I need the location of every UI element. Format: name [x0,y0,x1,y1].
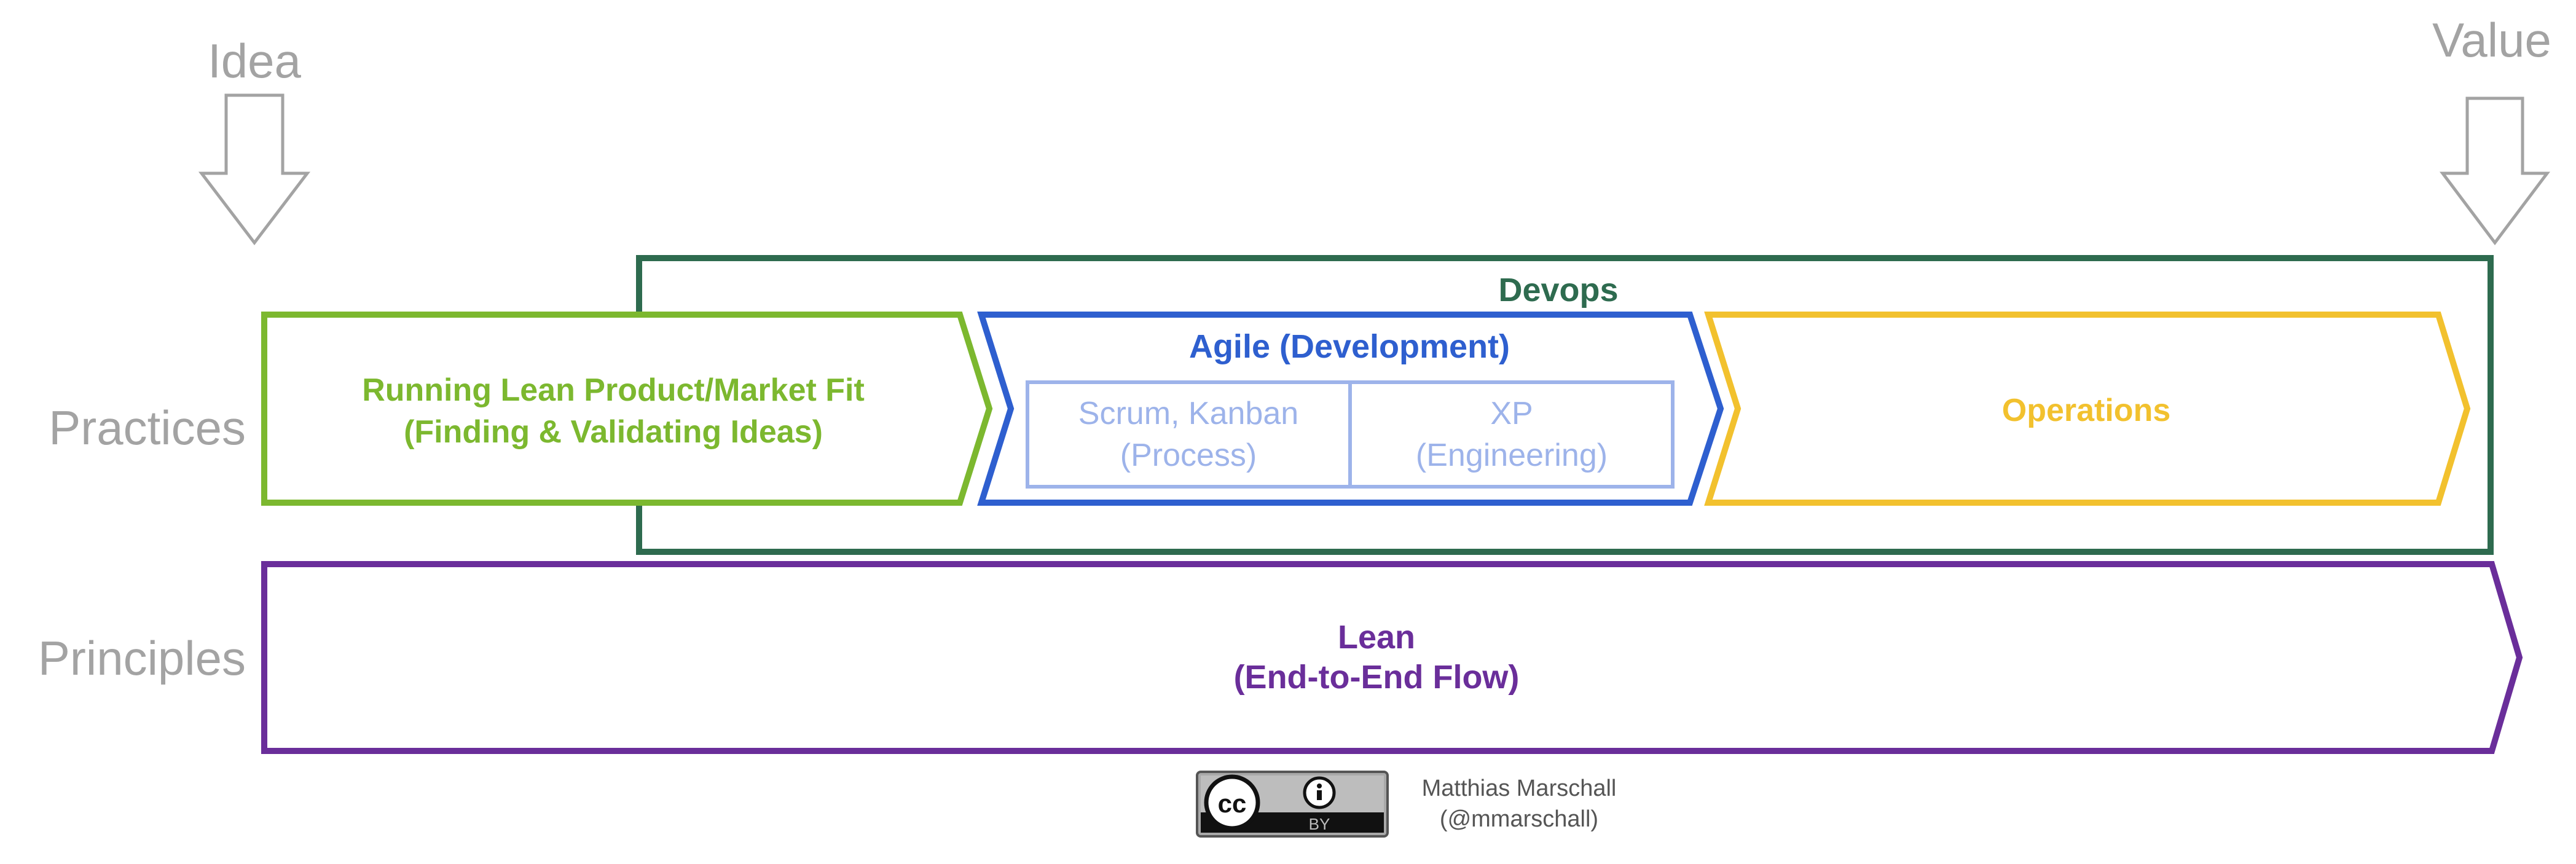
running-lean-line2: (Finding & Validating Ideas) [404,414,823,450]
value-label: Value [2432,13,2551,67]
practices-label: Practices [49,401,246,455]
xp-line2: (Engineering) [1416,438,1608,473]
cc-icon [1204,774,1260,831]
cc-icon-text: cc [1218,789,1247,818]
by-label: BY [1309,815,1330,833]
cc-by-badge: cc BY [1196,771,1389,838]
author-handle: (@mmarschall) [1440,806,1598,832]
principles-label: Principles [38,631,246,685]
running-lean-line1: Running Lean Product/Market Fit [362,372,865,408]
running-lean-chevron [261,312,993,506]
lean-line2: (End-to-End Flow) [1234,659,1520,696]
operations-title: Operations [2002,393,2171,428]
lean-line1: Lean [1338,619,1415,656]
scrum-kanban-line2: (Process) [1120,438,1257,473]
scrum-kanban-line1: Scrum, Kanban [1078,396,1298,431]
value-arrow-icon [2439,96,2551,246]
xp-line1: XP [1490,396,1533,431]
author-name: Matthias Marschall [1422,776,1617,801]
agile-title: Agile (Development) [1189,328,1510,365]
xp-box [1348,380,1675,489]
devops-title: Devops [1498,272,1618,308]
operations-chevron [1704,312,2471,506]
lean-arrow [261,561,2523,754]
idea-label: Idea [208,34,301,88]
idea-arrow-icon [198,93,311,246]
